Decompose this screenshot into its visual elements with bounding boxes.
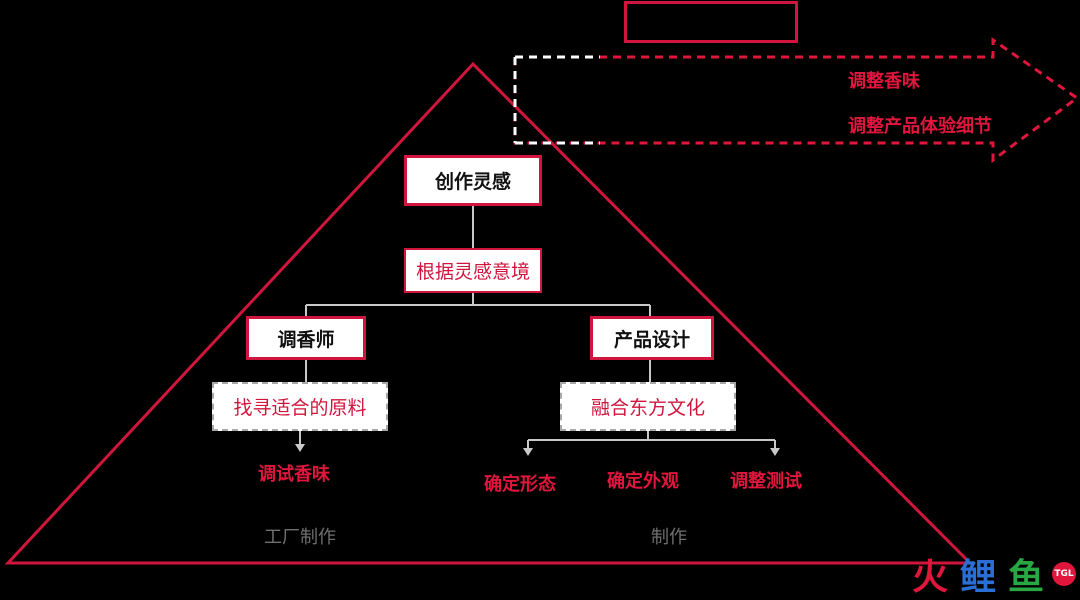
east-culture-box: 融合东方文化 [560,382,736,431]
footer-production: 制作 [651,527,687,548]
logo-char-carp: 鲤 [960,557,997,598]
inspiration-mood: 根据灵感意境 [415,261,530,283]
perfumer-box: 调香师 [246,316,366,360]
result-adjust-scent: 调试香味 [258,464,330,485]
pyramid-triangle [4,61,974,565]
find-materials-box: 找寻适合的原料 [212,382,388,431]
result-testing: 调整测试 [730,471,802,492]
product-design-box: 产品设计 [590,316,714,360]
dashed-arrow-shape [513,37,1080,163]
logo-char-fish: 鱼 [1008,557,1045,598]
top-outline-box [624,1,798,43]
inspiration-mood-box: 根据灵感意境 [404,248,542,293]
arrow-label-experience: 调整产品体验细节 [848,116,992,137]
find-materials-label: 找寻适合的原料 [233,397,367,419]
logo-watermark: 火 鲤 鱼 TGL [912,548,1080,598]
arrow-label-scent: 调整香味 [848,71,920,92]
inspiration-title: 创作灵感 [434,171,511,193]
result-shape: 确定形态 [484,474,556,495]
east-culture-label: 融合东方文化 [590,397,705,419]
logo-char-fire: 火 [912,557,949,598]
perfumer-title: 调香师 [277,328,335,351]
logo-badge: TGL [1052,562,1076,586]
inspiration-title-box: 创作灵感 [404,155,542,206]
product-design-title: 产品设计 [613,328,690,351]
footer-factory: 工厂制作 [264,527,336,548]
logo-badge-text: TGL [1054,569,1074,579]
result-appearance: 确定外观 [607,471,679,492]
